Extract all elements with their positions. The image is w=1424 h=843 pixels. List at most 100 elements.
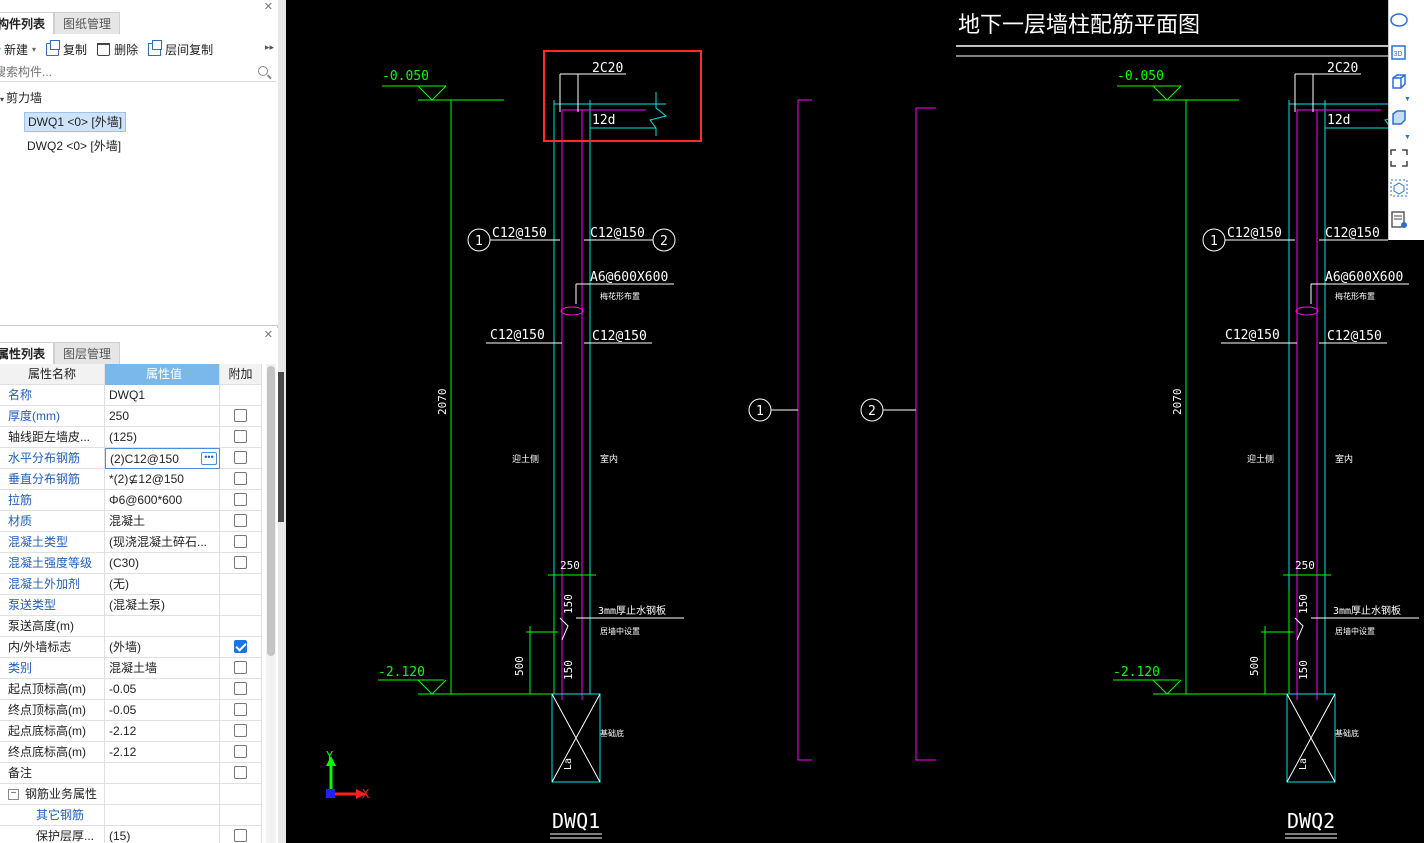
extra-checkbox[interactable] (234, 409, 247, 423)
property-value[interactable]: (C30) (105, 553, 220, 574)
property-row[interactable]: 起点底标高(m)-2.12 (0, 721, 262, 742)
cube-view-icon[interactable] (1389, 72, 1409, 92)
chevron-down-icon[interactable]: ▾ (0, 95, 5, 104)
extra-checkbox[interactable] (234, 451, 247, 465)
property-value[interactable]: *(2)⊈12@150 (105, 469, 220, 490)
property-row[interactable]: 混凝土外加剂(无) (0, 574, 262, 595)
tab-property-list[interactable]: 属性列表 (0, 342, 55, 364)
property-row[interactable]: 混凝土强度等级(C30) (0, 553, 262, 574)
property-row[interactable]: 轴线距左墙皮...(125) (0, 427, 262, 448)
property-row[interactable]: 垂直分布钢筋*(2)⊈12@150 (0, 469, 262, 490)
ellipsis-button[interactable]: ••• (201, 452, 217, 465)
extra-checkbox[interactable] (234, 514, 247, 528)
property-row[interactable]: 内/外墙标志(外墙) (0, 637, 262, 658)
extra-checkbox[interactable] (234, 493, 247, 507)
property-scrollbar[interactable] (266, 364, 276, 843)
close-icon[interactable]: ✕ (263, 1, 273, 13)
splitter-grip[interactable] (278, 372, 284, 522)
property-value[interactable]: -2.12 (105, 742, 220, 763)
property-row[interactable]: 厚度(mm)250 (0, 406, 262, 427)
tree-group-shear-wall[interactable]: ▾剪力墙 (0, 86, 276, 110)
tree-item[interactable]: DWQ2 <0> [外墙] (0, 134, 276, 158)
floor-copy-button[interactable]: 层间复制 (148, 38, 213, 60)
property-value[interactable]: Φ6@600*600 (105, 490, 220, 511)
extra-checkbox[interactable] (234, 556, 247, 570)
property-value[interactable]: (现浇混凝土碎石... (105, 532, 220, 553)
tree-item[interactable]: DWQ1 <0> [外墙] (0, 110, 276, 134)
property-value[interactable]: (无) (105, 574, 220, 595)
property-name-text: 类别 (8, 661, 33, 675)
shape-icon[interactable] (1389, 10, 1409, 30)
extra-checkbox[interactable] (234, 766, 247, 780)
dim-150a-2: 150 (1297, 594, 1310, 614)
panel-splitter[interactable] (278, 0, 286, 843)
property-row[interactable]: 泵送高度(m) (0, 616, 262, 637)
property-row[interactable]: 混凝土类型(现浇混凝土碎石... (0, 532, 262, 553)
property-row[interactable]: −钢筋业务属性 (0, 784, 262, 805)
search-input[interactable] (0, 62, 244, 82)
property-value[interactable]: (混凝土泵) (105, 595, 220, 616)
cad-canvas[interactable]: 地下一层墙柱配筋平面图 -0.050 -2.120 2070 (286, 0, 1424, 843)
extra-checkbox[interactable] (234, 640, 247, 654)
property-name-text: 材质 (8, 514, 33, 528)
scrollbar-thumb[interactable] (267, 366, 275, 656)
extra-checkbox[interactable] (234, 724, 247, 738)
layer-display-icon[interactable] (1389, 210, 1409, 230)
property-row[interactable]: 备注 (0, 763, 262, 784)
property-row[interactable]: 起点顶标高(m)-0.05 (0, 679, 262, 700)
chevron-down-icon[interactable]: ▾ (32, 44, 37, 54)
property-row[interactable]: 泵送类型(混凝土泵) (0, 595, 262, 616)
copy-button[interactable]: 复制 (46, 38, 87, 60)
horiz-right-2b: C12@150 (1327, 329, 1382, 344)
property-row[interactable]: 终点顶标高(m)-0.05 (0, 700, 262, 721)
extra-checkbox[interactable] (234, 661, 247, 675)
property-value[interactable]: -0.05 (105, 679, 220, 700)
property-row[interactable]: 其它钢筋 (0, 805, 262, 826)
property-row[interactable]: 终点底标高(m)-2.12 (0, 742, 262, 763)
zoom-extents-icon[interactable] (1389, 148, 1409, 168)
extra-checkbox[interactable] (234, 535, 247, 549)
property-value[interactable]: 混凝土墙 (105, 658, 220, 679)
tab-layer-management[interactable]: 图层管理 (54, 342, 121, 364)
property-value[interactable] (105, 616, 220, 637)
chevron-down-icon[interactable]: ▼ (1404, 134, 1411, 141)
chevron-down-icon[interactable]: ▼ (1404, 96, 1411, 103)
property-row[interactable]: 保护层厚...(15) (0, 826, 262, 843)
collapse-icon[interactable]: − (8, 789, 19, 801)
tab-drawing-management[interactable]: 图纸管理 (54, 12, 121, 34)
property-value[interactable]: (外墙) (105, 637, 220, 658)
more-icon[interactable]: ▸▸ (264, 42, 274, 52)
extra-checkbox[interactable] (234, 472, 247, 486)
extra-checkbox[interactable] (234, 703, 247, 717)
property-value[interactable]: -2.12 (105, 721, 220, 742)
property-row[interactable]: 水平分布钢筋(2)C12@150••• (0, 448, 262, 469)
new-button[interactable]: + 新建 ▾ (0, 38, 36, 60)
property-value[interactable]: -0.05 (105, 700, 220, 721)
view-3d-icon[interactable]: 3D (1389, 42, 1409, 62)
property-row[interactable]: 类别 混凝土墙 (0, 658, 262, 679)
extra-checkbox[interactable] (234, 430, 247, 444)
property-value[interactable] (105, 784, 220, 805)
property-value[interactable]: (15) (105, 826, 220, 843)
property-value[interactable]: 250 (105, 406, 220, 427)
property-value[interactable] (105, 763, 220, 784)
property-value[interactable]: (125) (105, 427, 220, 448)
extra-checkbox[interactable] (234, 682, 247, 696)
property-value[interactable] (105, 805, 220, 826)
delete-button[interactable]: 删除 (97, 38, 138, 60)
search-icon[interactable] (258, 66, 268, 76)
tab-component-list[interactable]: 构件列表 (0, 12, 55, 34)
property-row[interactable]: 材质 混凝土 (0, 511, 262, 532)
extra-checkbox[interactable] (234, 745, 247, 759)
cube-solid-icon[interactable] (1389, 108, 1409, 128)
property-value[interactable]: DWQ1 (105, 385, 220, 406)
close-icon[interactable]: ✕ (263, 329, 273, 341)
property-name: 备注 (0, 763, 105, 784)
extra-cell (220, 637, 262, 658)
property-value[interactable]: 混凝土 (105, 511, 220, 532)
extra-checkbox[interactable] (234, 829, 247, 843)
property-value-editor[interactable]: (2)C12@150••• (105, 448, 220, 469)
box-select-icon[interactable] (1389, 178, 1409, 198)
